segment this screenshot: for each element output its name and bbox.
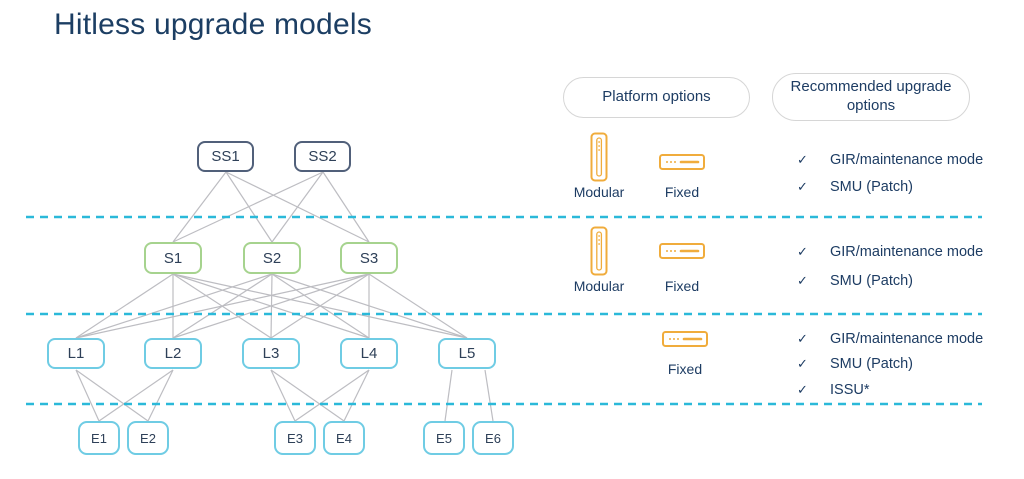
upgrade-option: ✓ GIR/maintenance mode <box>797 329 983 349</box>
platform-options-header: Platform options <box>563 77 750 118</box>
checkmark-icon: ✓ <box>797 273 808 288</box>
fixed-label: Fixed <box>667 361 703 377</box>
upgrade-option: ✓ SMU (Patch) <box>797 354 913 374</box>
node-ss1: SS1 <box>197 141 254 172</box>
node-e3: E3 <box>274 421 316 455</box>
checkmark-icon: ✓ <box>797 152 808 167</box>
checkmark-icon: ✓ <box>797 331 808 346</box>
fixed-switch-icon <box>659 154 705 170</box>
node-l4: L4 <box>340 338 398 369</box>
node-e5: E5 <box>423 421 465 455</box>
upgrade-option-label: GIR/maintenance mode <box>830 152 984 168</box>
upgrade-option: ✓ SMU (Patch) <box>797 271 913 291</box>
upgrade-option: ✓ GIR/maintenance mode <box>797 150 983 170</box>
fixed-switch-icon <box>659 243 705 259</box>
checkmark-icon: ✓ <box>797 244 808 259</box>
node-s1: S1 <box>144 242 202 274</box>
modular-label: Modular <box>573 278 625 294</box>
fixed-switch-icon <box>662 331 708 347</box>
upgrade-option-label: GIR/maintenance mode <box>830 331 984 347</box>
upgrade-option-label: SMU (Patch) <box>830 356 913 372</box>
tier-boundary-dashed-lines <box>26 215 982 406</box>
upgrade-option: ✓ SMU (Patch) <box>797 177 913 197</box>
modular-switch-icon <box>590 226 608 276</box>
upgrade-option-label: GIR/maintenance mode <box>830 244 984 260</box>
modular-label: Modular <box>573 184 625 200</box>
checkmark-icon: ✓ <box>797 382 808 397</box>
node-e6: E6 <box>472 421 514 455</box>
upgrade-option: ✓ ISSU* <box>797 380 870 400</box>
page-title: Hitless upgrade models <box>54 8 372 41</box>
topology-links <box>75 171 494 422</box>
node-l1: L1 <box>47 338 105 369</box>
node-l2: L2 <box>144 338 202 369</box>
upgrade-option-label: ISSU* <box>830 382 870 398</box>
node-e4: E4 <box>323 421 365 455</box>
upgrade-option-label: SMU (Patch) <box>830 273 913 289</box>
node-e2: E2 <box>127 421 169 455</box>
modular-switch-icon <box>590 132 608 182</box>
node-l3: L3 <box>242 338 300 369</box>
node-s2: S2 <box>243 242 301 274</box>
node-s3: S3 <box>340 242 398 274</box>
node-ss2: SS2 <box>294 141 351 172</box>
upgrade-option-label: SMU (Patch) <box>830 179 913 195</box>
fixed-label: Fixed <box>664 278 700 294</box>
upgrade-option: ✓ GIR/maintenance mode <box>797 242 983 262</box>
checkmark-icon: ✓ <box>797 356 808 371</box>
recommended-upgrade-options-header: Recommended upgrade options <box>772 73 970 121</box>
node-e1: E1 <box>78 421 120 455</box>
fixed-label: Fixed <box>664 184 700 200</box>
checkmark-icon: ✓ <box>797 179 808 194</box>
node-l5: L5 <box>438 338 496 369</box>
